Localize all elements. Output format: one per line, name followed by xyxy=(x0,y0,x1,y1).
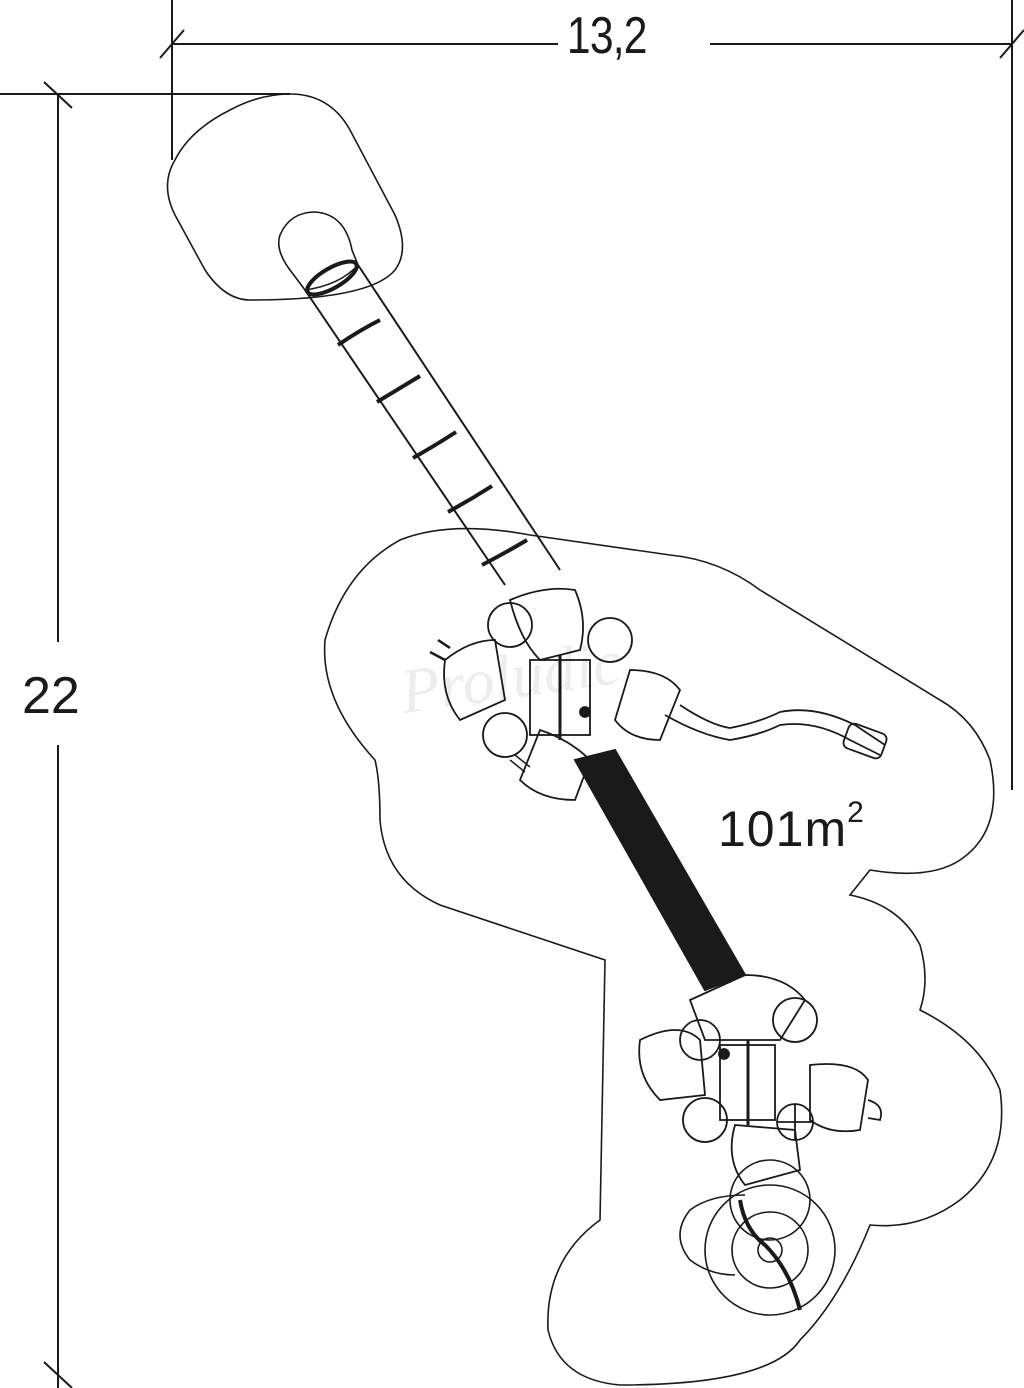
upper-tower-cluster xyxy=(429,587,682,801)
tube-slide xyxy=(277,211,561,586)
lower-tower-cluster xyxy=(638,974,883,1187)
area-exponent: 2 xyxy=(847,796,865,830)
wavy-slide xyxy=(664,704,888,760)
area-unit: m xyxy=(804,801,848,857)
safety-area-label: 101m2 xyxy=(718,796,865,858)
safety-zone-outline xyxy=(166,93,1003,1386)
width-dimension-label: 13,2 xyxy=(562,6,652,66)
spiral-slide xyxy=(679,1159,836,1316)
climbing-net-tunnel xyxy=(573,748,747,992)
height-dimension-label: 22 xyxy=(22,662,80,730)
area-value: 101 xyxy=(718,801,805,857)
